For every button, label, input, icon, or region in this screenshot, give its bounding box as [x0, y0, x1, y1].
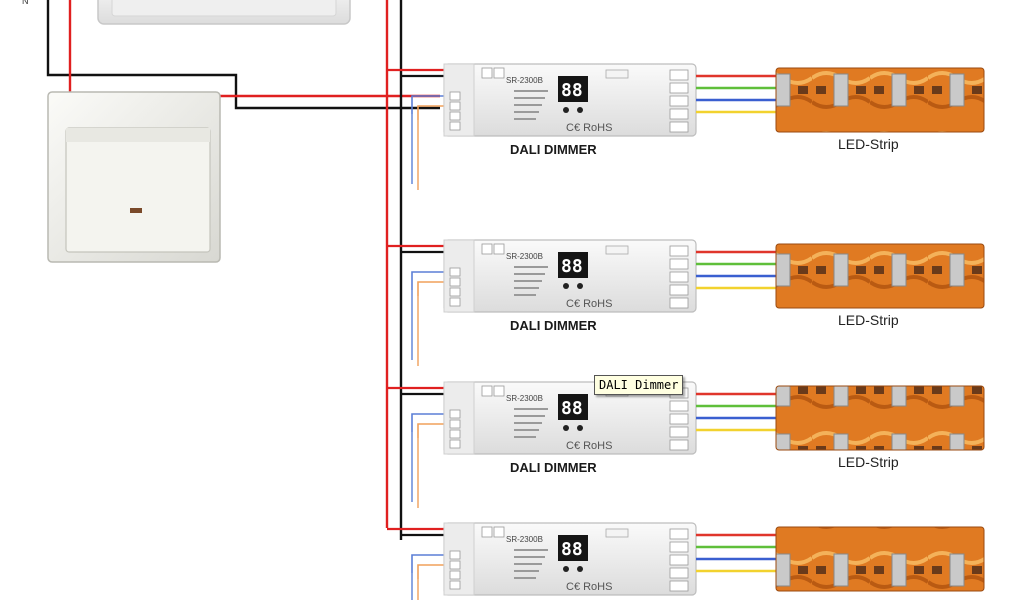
button-icon	[563, 425, 569, 431]
dimmer-model: SR-2300B	[506, 76, 543, 85]
dimmer-row-4: SR-2300B 88 C€ RoHS	[387, 522, 985, 600]
dali-wire	[411, 271, 444, 290]
dali-dimmer-unit: SR-2300B 88 C€ RoHS	[443, 522, 697, 596]
main-bus	[385, 0, 403, 540]
dali-wire	[411, 95, 444, 114]
dimmer-caption: DALI DIMMER	[510, 142, 597, 157]
dali-wire	[417, 281, 444, 296]
seven-segment-display	[558, 394, 588, 420]
rohs-mark: C€ RoHS	[566, 581, 612, 593]
strip-caption: LED-Strip	[838, 454, 899, 470]
switch-indicator	[130, 208, 142, 213]
dali-dimmer-unit: SR-2300B 88 C€ RoHS	[443, 381, 697, 455]
dimmer-row-2: SR-2300B 88 C€ RoHS	[387, 239, 985, 366]
seven-segment-display	[558, 76, 588, 102]
dali-wire	[411, 413, 444, 432]
button-icon	[577, 107, 583, 113]
display-readout: 88	[561, 256, 583, 277]
dali-dimmer-unit: SR-2300B 88 C€ RoHS	[443, 239, 697, 313]
led-strip	[775, 385, 985, 451]
seven-segment-display	[558, 535, 588, 561]
dali-wire	[417, 564, 444, 579]
power-supply	[97, 0, 351, 25]
strip-caption: LED-Strip	[838, 136, 899, 152]
wall-switch	[47, 91, 221, 263]
display-readout: 88	[561, 398, 583, 419]
dimmer-caption: DALI DIMMER	[510, 460, 597, 475]
rohs-mark: C€ RoHS	[566, 440, 612, 452]
dimmer-model: SR-2300B	[506, 394, 543, 403]
led-strip	[775, 67, 985, 133]
strip-caption: LED-Strip	[838, 312, 899, 328]
button-icon	[577, 425, 583, 431]
dimmer-model: SR-2300B	[506, 535, 543, 544]
dimmer-row-3: SR-2300B 88 C€ RoHS	[387, 381, 985, 508]
led-strip	[775, 243, 985, 309]
seven-segment-display	[558, 252, 588, 278]
led-strip	[775, 526, 985, 592]
tooltip: DALI Dimmer	[594, 375, 684, 395]
rohs-mark: C€ RoHS	[566, 122, 612, 134]
dali-wire	[411, 554, 444, 573]
dali-wire	[417, 423, 444, 438]
button-icon	[563, 107, 569, 113]
button-icon	[577, 566, 583, 572]
display-readout: 88	[561, 80, 583, 101]
rohs-mark: C€ RoHS	[566, 298, 612, 310]
dimmer-caption: DALI DIMMER	[510, 318, 597, 333]
button-icon	[563, 283, 569, 289]
display-readout: 88	[561, 539, 583, 560]
button-icon	[563, 566, 569, 572]
button-icon	[577, 283, 583, 289]
dali-wire	[417, 105, 444, 120]
dimmer-row-1: SR-2300B 88 C€ RoHS	[387, 63, 985, 190]
terminal-mark: N	[22, 0, 29, 6]
dali-dimmer-unit: SR-2300B 88 C€ RoHS	[443, 63, 697, 137]
dimmer-model: SR-2300B	[506, 252, 543, 261]
